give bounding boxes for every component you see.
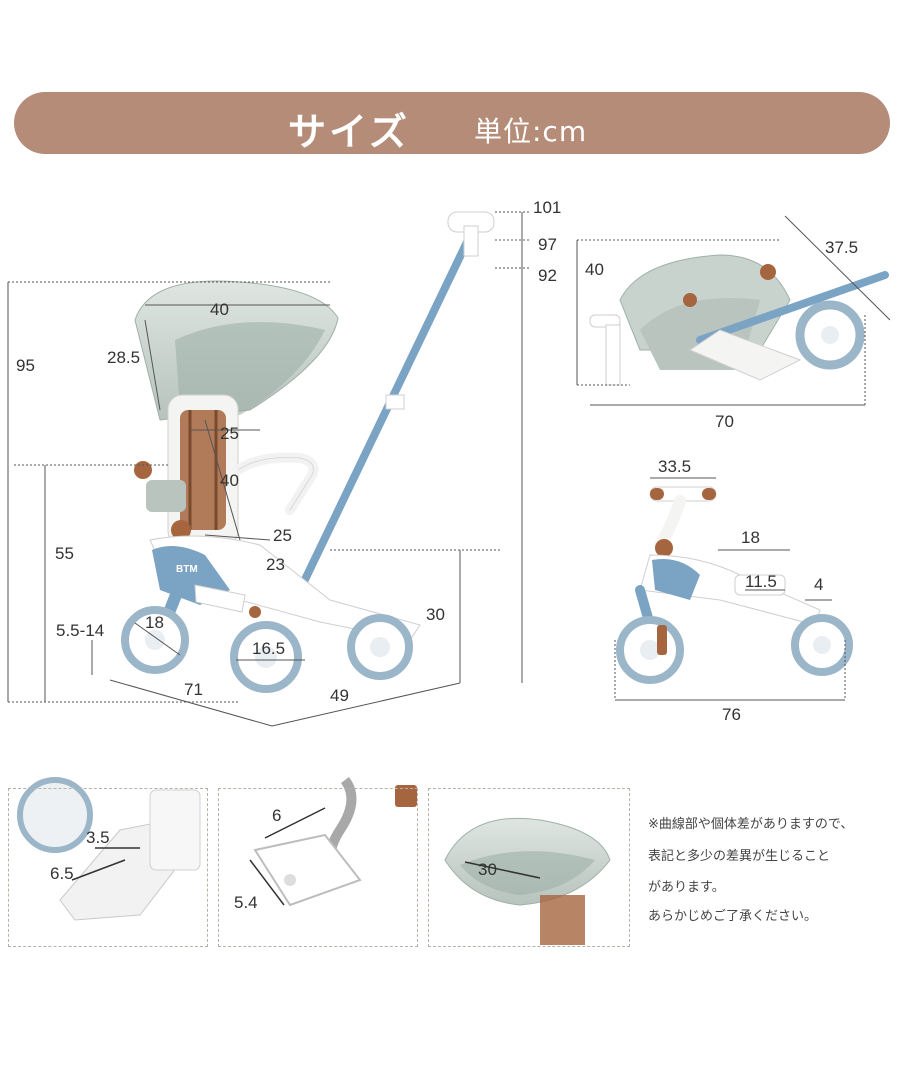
unit-label: 単位:cm xyxy=(474,115,588,148)
dim-handlebar-width: 33.5 xyxy=(658,457,692,476)
dim-backrest-height: 40 xyxy=(220,471,239,490)
dim-balance-length: 76 xyxy=(722,705,741,724)
dim-footrest-6-5: 6.5 xyxy=(50,864,74,883)
dim-canopy-width: 40 xyxy=(210,300,229,319)
pedal-dimension-lines xyxy=(249,807,326,906)
dim-30: 30 xyxy=(426,605,445,624)
brand-logo: BTM xyxy=(176,564,198,575)
footrest-detail-frame xyxy=(8,788,208,947)
dim-101: 101 xyxy=(533,198,562,217)
footrest-dimension-lines xyxy=(71,847,140,881)
canopy-dimension-lines xyxy=(464,861,541,879)
pedal-detail-drawing xyxy=(253,777,417,907)
dim-92: 92 xyxy=(538,266,557,285)
note-line-3: があります。 xyxy=(648,880,725,895)
dim-balance-18: 18 xyxy=(741,528,760,547)
dim-balance-11-5: 11.5 xyxy=(745,572,777,591)
main-dimension-lines xyxy=(7,211,530,727)
dim-folded-length: 70 xyxy=(715,412,734,431)
pedal-detail-frame xyxy=(218,788,418,947)
dim-pedal-6: 6 xyxy=(272,806,282,825)
dim-71: 71 xyxy=(184,680,203,699)
dim-95: 95 xyxy=(16,356,35,375)
dim-folded-depth: 37.5 xyxy=(825,238,859,257)
dim-97: 97 xyxy=(538,235,557,254)
dim-55: 55 xyxy=(55,544,74,563)
dim-balance-4: 4 xyxy=(814,575,824,594)
dim-seat-width: 23 xyxy=(266,555,285,574)
dim-canopy-detail-30: 30 xyxy=(478,860,497,879)
folded-trike-drawing xyxy=(589,254,889,386)
note-line-2: 表記と多少の差異が生じること xyxy=(648,849,831,864)
note-line-4: あらかじめご了承ください。 xyxy=(648,909,818,924)
page-title: サイズ xyxy=(288,110,410,154)
footrest-detail-drawing xyxy=(17,777,201,921)
main-trike-drawing: BTM xyxy=(121,211,495,693)
dim-seat-depth: 25 xyxy=(273,526,292,545)
note-line-1: ※曲線部や個体差がありますので、 xyxy=(648,817,854,832)
dim-rear-wheel: 16.5 xyxy=(252,639,286,658)
dim-pedal-5-4: 5.4 xyxy=(234,893,258,912)
dim-footrest-height: 5.5-14 xyxy=(56,621,105,640)
canopy-detail-frame xyxy=(428,788,630,947)
dim-folded-height: 40 xyxy=(585,260,604,279)
dim-footrest-3-5: 3.5 xyxy=(86,828,110,847)
dim-49: 49 xyxy=(330,686,349,705)
dim-canopy-depth: 28.5 xyxy=(107,348,141,367)
header-banner xyxy=(14,92,890,154)
balance-dimension-lines xyxy=(614,477,846,701)
dim-front-wheel: 18 xyxy=(145,613,164,632)
canopy-detail-drawing xyxy=(444,817,611,945)
folded-dimension-lines xyxy=(576,215,891,406)
dim-backrest-width: 25 xyxy=(220,424,239,443)
